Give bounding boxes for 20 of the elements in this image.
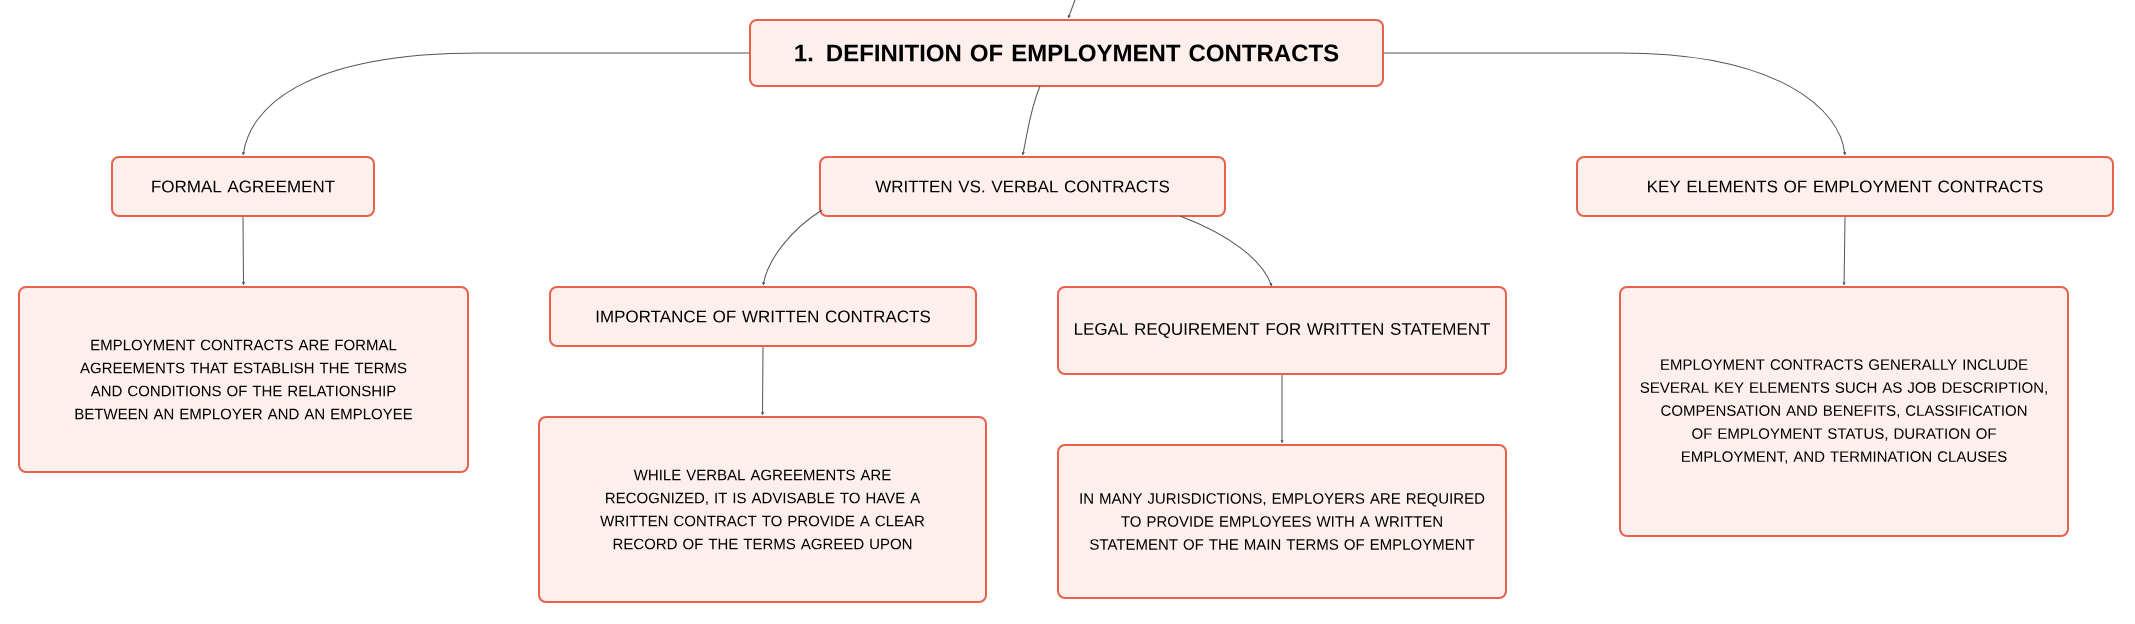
description-box: EMPLOYMENT CONTRACTS GENERALLY INCLUDE SEVERAL KEY ELEMENTS SUCH AS JOB DESCRIPTION, COMPENSATION AND BENEFITS, CLASSIFICATION OF EMPLOYMENT STATUS, DURATION OF EMPLOYMENT, AND TERMINATION CLAUSES bbox=[1619, 286, 2070, 537]
connector-arrow bbox=[1067, 0, 1076, 19]
topic-box: KEY ELEMENTS OF EMPLOYMENT CONTRACTS bbox=[1576, 156, 2115, 217]
topic-box: WRITTEN VS. VERBAL CONTRACTS bbox=[819, 156, 1226, 217]
connector-arrow bbox=[1179, 215, 1273, 287]
connector-arrow bbox=[242, 52, 750, 156]
connector-arrow bbox=[1383, 52, 1847, 156]
description-box: IN MANY JURISDICTIONS, EMPLOYERS ARE REQUIRED TO PROVIDE EMPLOYEES WITH A WRITTEN STATEMENT OF THE MAIN TERMS OF EMPLOYMENT bbox=[1057, 444, 1507, 599]
connector-arrow bbox=[761, 346, 764, 416]
topic-box: LEGAL REQUIREMENT FOR WRITTEN STATEMENT bbox=[1057, 286, 1507, 375]
connector-arrow bbox=[1021, 85, 1041, 156]
connector-arrow bbox=[1280, 374, 1284, 444]
connector-arrow bbox=[242, 216, 245, 286]
topic-box: FORMAL AGREEMENT bbox=[111, 156, 375, 217]
description-box: WHILE VERBAL AGREEMENTS ARE RECOGNIZED, IT IS ADVISABLE TO HAVE A WRITTEN CONTRACT TO PROVIDE A CLEAR RECORD OF THE TERMS AGREED UPON bbox=[538, 416, 987, 603]
topic-box: IMPORTANCE OF WRITTEN CONTRACTS bbox=[549, 286, 977, 347]
connector-arrow bbox=[762, 209, 823, 286]
title-box: 1. DEFINITION OF EMPLOYMENT CONTRACTS bbox=[749, 19, 1384, 87]
connector-arrow bbox=[1842, 216, 1846, 286]
description-box: EMPLOYMENT CONTRACTS ARE FORMAL AGREEMENTS THAT ESTABLISH THE TERMS AND CONDITIONS OF THE RELATIONSHIP BETWEEN AN EMPLOYER AND AN EMPLOYEE bbox=[18, 286, 469, 473]
